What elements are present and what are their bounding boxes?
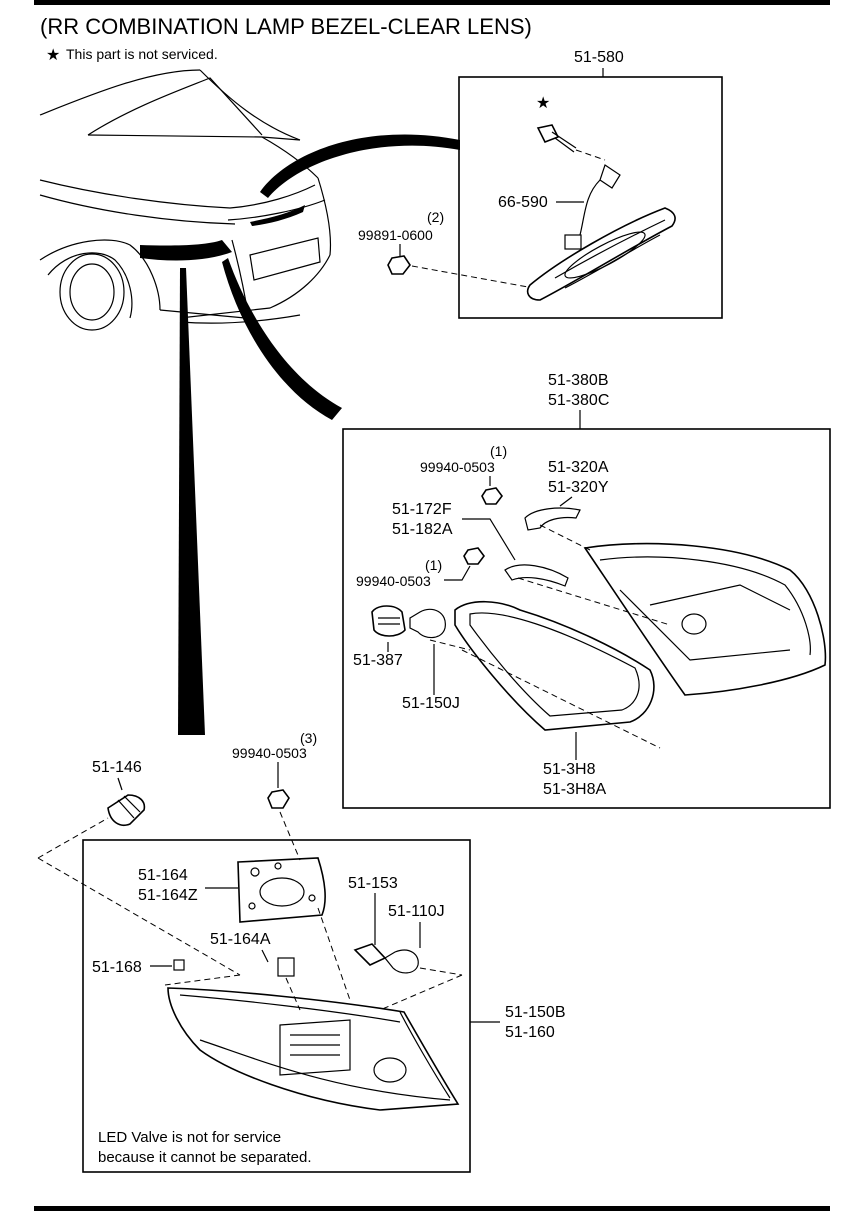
label-99940c: 99940-0503 <box>232 745 307 761</box>
label-51-320a: 51-320A <box>548 459 609 476</box>
bottom-rule <box>34 1206 830 1211</box>
bracket-icon <box>524 507 581 531</box>
box-51-380 <box>342 428 831 809</box>
label-51-580: 51-580 <box>574 49 624 66</box>
clip-icon <box>277 957 295 977</box>
gasket-51-164 <box>237 857 327 923</box>
top-rule <box>34 0 830 5</box>
label-66-590: 66-590 <box>498 194 548 211</box>
label-51-3h8: 51-3H8 <box>543 761 596 778</box>
label-99940c-qty: (3) <box>300 730 317 746</box>
socket-icon <box>371 605 406 637</box>
leader-arrow-to-bezel <box>222 258 342 420</box>
leader-arrow-to-lens <box>178 268 205 735</box>
label-51-150b: 51-150B <box>505 1004 566 1021</box>
label-51-182a: 51-182A <box>392 521 453 538</box>
label-51-153: 51-153 <box>348 875 398 892</box>
label-99940a-qty: (1) <box>490 443 507 459</box>
label-51-387: 51-387 <box>353 652 403 669</box>
label-51-164: 51-164 <box>138 867 188 884</box>
label-51-160: 51-160 <box>505 1024 555 1041</box>
label-51-150j: 51-150J <box>402 695 460 712</box>
label-51-146: 51-146 <box>92 759 142 776</box>
outer-tail-lamp <box>167 987 460 1111</box>
nut-icon <box>481 487 503 505</box>
box-51-150b <box>82 839 471 1173</box>
label-99940b-qty: (1) <box>425 557 442 573</box>
label-51-172f: 51-172F <box>392 501 452 518</box>
gasket-51-3h8 <box>454 600 655 731</box>
clip-icon <box>173 959 185 971</box>
label-99891-qty: (2) <box>427 209 444 225</box>
socket-icon <box>353 943 387 966</box>
service-note: This part is not serviced. <box>66 46 218 62</box>
tail-lamp-highlight <box>140 240 232 261</box>
socket-icon <box>107 794 146 826</box>
label-51-380c: 51-380C <box>548 392 609 409</box>
label-51-164a: 51-164A <box>210 931 271 948</box>
led-note-line-1: LED Valve is not for service <box>98 1129 281 1146</box>
car-rear-illustration <box>39 69 460 735</box>
led-note-line-2: because it cannot be separated. <box>98 1149 312 1166</box>
star-icon: ★ <box>46 47 60 64</box>
nut-icon <box>463 547 485 565</box>
label-99891-0600: 99891-0600 <box>358 227 433 243</box>
label-51-168: 51-168 <box>92 959 142 976</box>
bolt-icon <box>536 124 577 153</box>
bezel-clear-lens <box>583 542 827 696</box>
leader-arrow-to-brake-light <box>260 134 460 198</box>
nut-icon <box>387 255 411 275</box>
nut-icon <box>267 789 290 809</box>
label-51-110j: 51-110J <box>388 903 445 920</box>
bulb-icon <box>384 949 419 974</box>
label-99940b: 99940-0503 <box>356 573 431 589</box>
bulb-icon <box>409 608 446 639</box>
box-51-580 <box>458 76 723 319</box>
label-51-164z: 51-164Z <box>138 887 198 904</box>
label-51-320y: 51-320Y <box>548 479 609 496</box>
label-99940a: 99940-0503 <box>420 459 495 475</box>
bracket-icon <box>504 564 569 587</box>
diagram-title: (RR COMBINATION LAMP BEZEL-CLEAR LENS) <box>40 14 532 39</box>
label-51-3h8a: 51-3H8A <box>543 781 606 798</box>
star-marker-icon: ★ <box>536 95 550 112</box>
high-mount-stop-lamp <box>526 207 676 301</box>
label-51-380b: 51-380B <box>548 372 609 389</box>
